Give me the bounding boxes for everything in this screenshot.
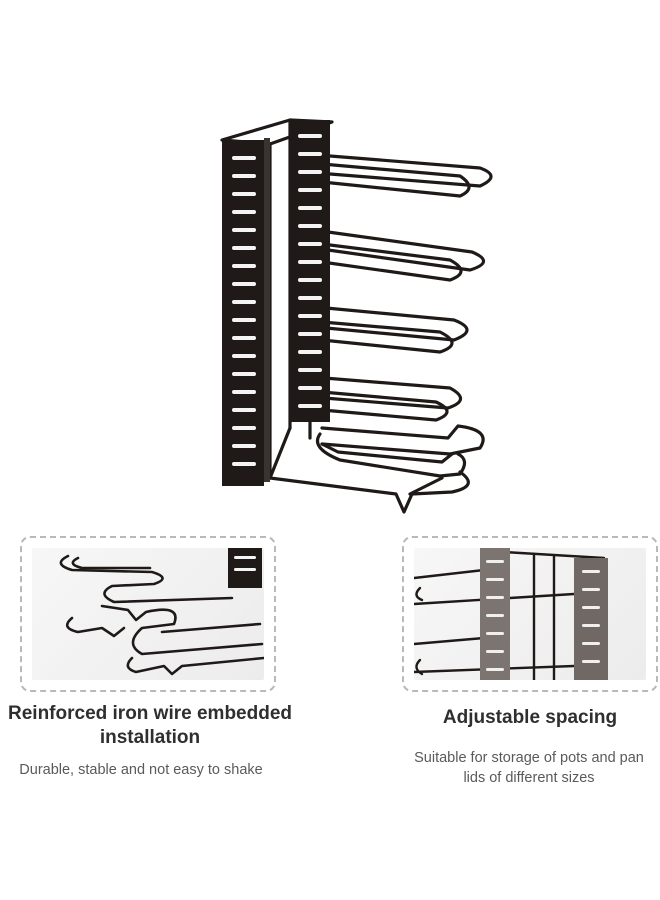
feature-description-line: Durable, stable and not easy to shake [19, 762, 263, 778]
spacing-detail-panel [402, 536, 658, 692]
feature-description-line: lids of different sizes [463, 770, 595, 786]
feature-title-line: Adjustable spacing [442, 707, 618, 728]
feature-description-reinforced-wire: Durable, stable and not easy to shake [0, 760, 282, 780]
feature-title-line: Reinforced iron wire embedded [8, 703, 292, 724]
feature-description-line: Suitable for storage of pots and pan [414, 750, 644, 766]
wire-detail-photo [32, 548, 264, 680]
wire-detail-panel [20, 536, 276, 692]
product-photo-pan-rack [210, 108, 510, 528]
feature-title-reinforced-wire: Reinforced iron wire embedded installati… [0, 702, 300, 750]
feature-title-line: installation [99, 727, 201, 748]
feature-description-adjustable-spacing: Suitable for storage of pots and pan lid… [398, 748, 660, 788]
feature-title-adjustable-spacing: Adjustable spacing [400, 706, 660, 730]
spacing-detail-photo [414, 548, 646, 680]
